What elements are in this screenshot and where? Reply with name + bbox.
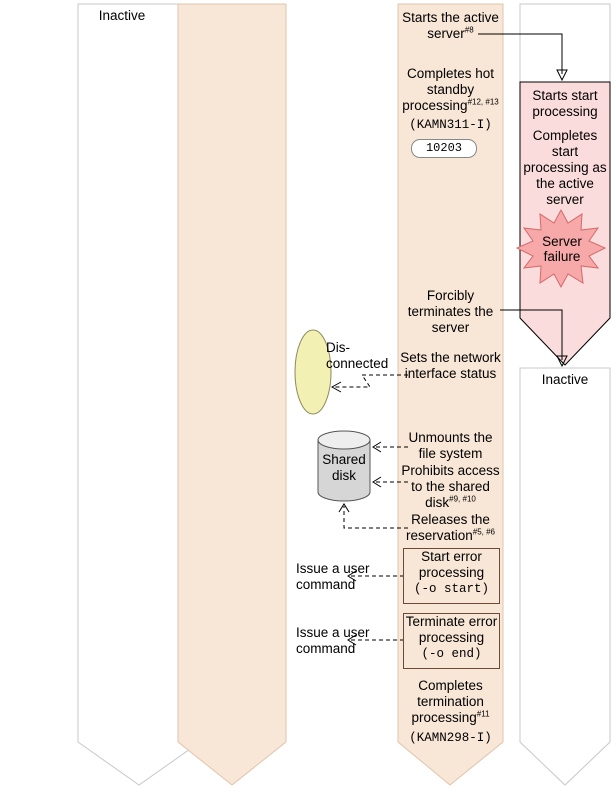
message-kamn298: (KAMN298-I) xyxy=(409,731,492,745)
disconnected-label: Dis-connected xyxy=(326,340,389,371)
terminate-connector xyxy=(500,309,563,360)
start-error-processing-box: Start error processing (-o start) xyxy=(403,548,500,604)
message-kamn311: (KAMN311-I) xyxy=(409,118,492,132)
starts-active-server: Starts the active server#8 xyxy=(402,10,499,41)
terminate-error-label: Terminate error processing xyxy=(405,614,498,645)
start-connector-head xyxy=(556,69,568,82)
network-dashed-arrow xyxy=(334,374,408,388)
network-interface-ellipse xyxy=(294,329,332,415)
starts-start-processing: Starts start processing xyxy=(532,88,598,119)
unmounts-file-system: Unmounts the file system xyxy=(408,430,493,461)
shared-disk-label: Shared disk xyxy=(322,452,366,483)
terminate-connector-head xyxy=(556,355,568,368)
column-4-arrow xyxy=(397,3,504,786)
start-connector xyxy=(478,33,563,74)
sets-network-status: Sets the network interface status xyxy=(400,350,501,381)
terminate-error-option: (-o end) xyxy=(421,647,482,661)
server-failure-label: Server failure xyxy=(542,234,582,264)
completes-termination: Completes termination processing#11 xyxy=(411,678,490,725)
completes-start-processing: Completes start processing as the active… xyxy=(523,128,607,207)
start-error-option: (-o start) xyxy=(413,582,489,596)
prohibits-access: Prohibits access to the shared disk#9, #… xyxy=(401,463,500,510)
code-badge: 10203 xyxy=(411,139,477,158)
column-2-arrow xyxy=(177,3,287,786)
release-dashed-arrow xyxy=(343,506,408,529)
column-5-bottom-arrow xyxy=(519,367,611,786)
forcibly-terminates: Forcibly terminates the server xyxy=(407,288,494,335)
network-dashed-arrow-head xyxy=(330,381,342,393)
releases-reservation: Releases the reservation#5, #6 xyxy=(405,512,496,543)
completes-hot-standby: Completes hot standby processing#12, #13 xyxy=(402,66,499,113)
server-failure-burst xyxy=(515,208,607,289)
column-1-inactive-label: Inactive xyxy=(98,8,146,23)
issue-user-command-2: Issue a user command xyxy=(296,625,370,656)
issue-user-command-1: Issue a user command xyxy=(296,561,370,592)
start-error-label: Start error processing xyxy=(418,549,485,580)
column-5-inactive-label: Inactive xyxy=(541,372,589,387)
terminate-error-processing-box: Terminate error processing (-o end) xyxy=(403,613,500,669)
shared-disk-icon xyxy=(317,430,371,502)
